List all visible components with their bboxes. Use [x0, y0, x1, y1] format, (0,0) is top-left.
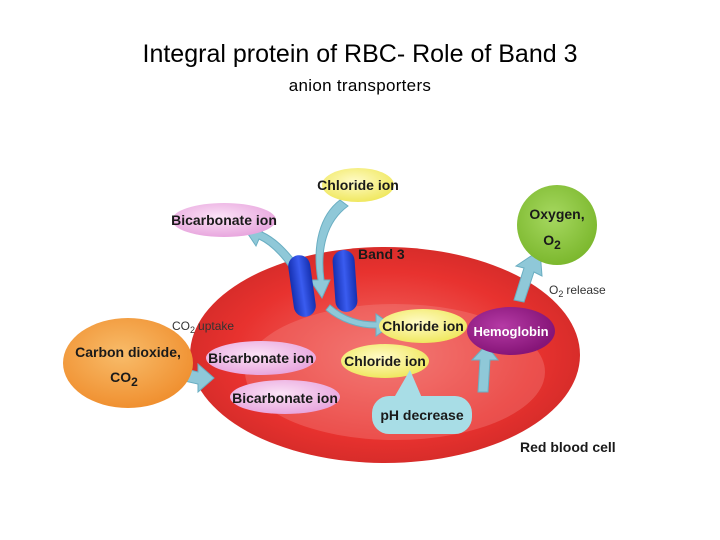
slide-title: Integral protein of RBC- Role of Band 3: [142, 40, 578, 68]
red-blood-cell-label: Red blood cell: [520, 439, 616, 455]
chloride-ion-inner-2: [341, 344, 429, 378]
bicarbonate-ion-inner-1: [206, 341, 316, 375]
ph-decrease-label: pH decrease: [380, 407, 463, 423]
carbon-dioxide-label-line2: CO2: [110, 369, 138, 389]
ph-decrease-box: [372, 396, 472, 434]
carbon-dioxide-label-line1: Carbon dioxide,: [75, 344, 181, 360]
oxygen-release-arrow: [513, 249, 543, 303]
oxygen-label-line1: Oxygen,: [529, 206, 584, 222]
bicarbonate-ion-inner-1-label: Bicarbonate ion: [208, 350, 314, 366]
band3-protein-left: [288, 255, 316, 317]
band3-protein-right: [332, 250, 358, 312]
carbon-dioxide-blob: [63, 318, 193, 408]
ph-decrease-callout: [395, 370, 422, 398]
chloride-entry-arrow: [309, 199, 349, 300]
chloride-ion-inner-1: [379, 309, 467, 343]
bicarbonate-ion-top: [172, 203, 276, 237]
oxygen-label-line2: O2: [543, 232, 561, 252]
chloride-ion-inner-1-label: Chloride ion: [382, 318, 464, 334]
chloride-ion-top: [322, 168, 394, 202]
slide-subtitle: anion transporters: [288, 76, 432, 95]
hemoglobin-blob: [467, 307, 555, 355]
oxygen-circle: [517, 185, 597, 265]
chloride-ion-inner-2-label: Chloride ion: [344, 353, 426, 369]
band3-label: Band 3: [358, 246, 405, 262]
bicarbonate-ion-inner-2-label: Bicarbonate ion: [232, 390, 338, 406]
hemoglobin-label: Hemoglobin: [473, 324, 548, 339]
bicarbonate-ion-top-label: Bicarbonate ion: [171, 212, 277, 228]
bicarbonate-exit-arrow: [243, 223, 297, 269]
bicarbonate-ion-inner-2: [230, 380, 340, 414]
chloride-ion-top-label: Chloride ion: [317, 177, 399, 193]
